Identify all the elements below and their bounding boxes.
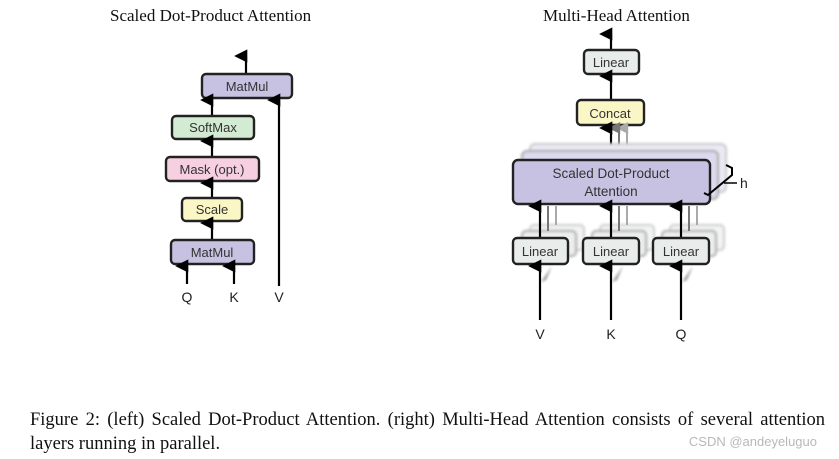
scaled-dot-product-attention-diagram: MatMul SoftMax Mask (opt.) Scale MatMul xyxy=(164,49,294,305)
matmul-top-label: MatMul xyxy=(226,79,269,94)
figure-caption: Figure 2: (left) Scaled Dot-Product Atte… xyxy=(30,410,825,454)
mask-label: Mask (opt.) xyxy=(179,162,244,177)
linear-k-stack: Linear xyxy=(581,199,655,282)
sdpa-label-line1: Scaled Dot-Product xyxy=(552,166,669,181)
mask-block: Mask (opt.) xyxy=(164,155,261,183)
right-diagram-title: Multi-Head Attention xyxy=(543,6,690,25)
linear-v-stack: Linear xyxy=(511,199,585,282)
linear-q-label: Linear xyxy=(663,244,700,259)
concat-block: Concat xyxy=(575,98,646,127)
matmul-bottom-label: MatMul xyxy=(191,245,234,260)
linear-q-block: Linear xyxy=(651,236,711,266)
linear-v-block: Linear xyxy=(511,236,570,266)
left-diagram-title: Scaled Dot-Product Attention xyxy=(110,6,312,25)
linear-output-block: Linear xyxy=(582,48,641,76)
input-v-label: V xyxy=(274,289,284,305)
mha-input-q-label: Q xyxy=(676,326,687,342)
scale-label: Scale xyxy=(196,202,229,217)
linear-output-label: Linear xyxy=(593,55,630,70)
concat-label: Concat xyxy=(589,106,631,121)
sdpa-block: Scaled Dot-Product Attention xyxy=(511,158,712,206)
mha-input-k-label: K xyxy=(606,326,616,342)
matmul-top-block: MatMul xyxy=(200,72,294,100)
linear-v-label: Linear xyxy=(522,244,559,259)
softmax-label: SoftMax xyxy=(189,120,237,135)
scale-block: Scale xyxy=(180,196,244,223)
softmax-block: SoftMax xyxy=(170,114,256,141)
heads-label: h xyxy=(740,175,748,191)
linear-k-block: Linear xyxy=(581,236,641,266)
watermark: CSDN @andeyeluguo xyxy=(688,434,817,449)
sdpa-label-line2: Attention xyxy=(584,184,637,199)
multi-head-attention-diagram: Linear Concat Scaled Dot-Product Attenti… xyxy=(511,27,748,342)
matmul-bottom-block: MatMul xyxy=(169,238,256,266)
input-q-label: Q xyxy=(182,289,193,305)
mha-input-v-label: V xyxy=(535,326,545,342)
linear-k-label: Linear xyxy=(593,244,630,259)
heads-brace: h xyxy=(703,164,748,197)
input-k-label: K xyxy=(229,289,239,305)
linear-q-stack: Linear xyxy=(651,199,725,282)
